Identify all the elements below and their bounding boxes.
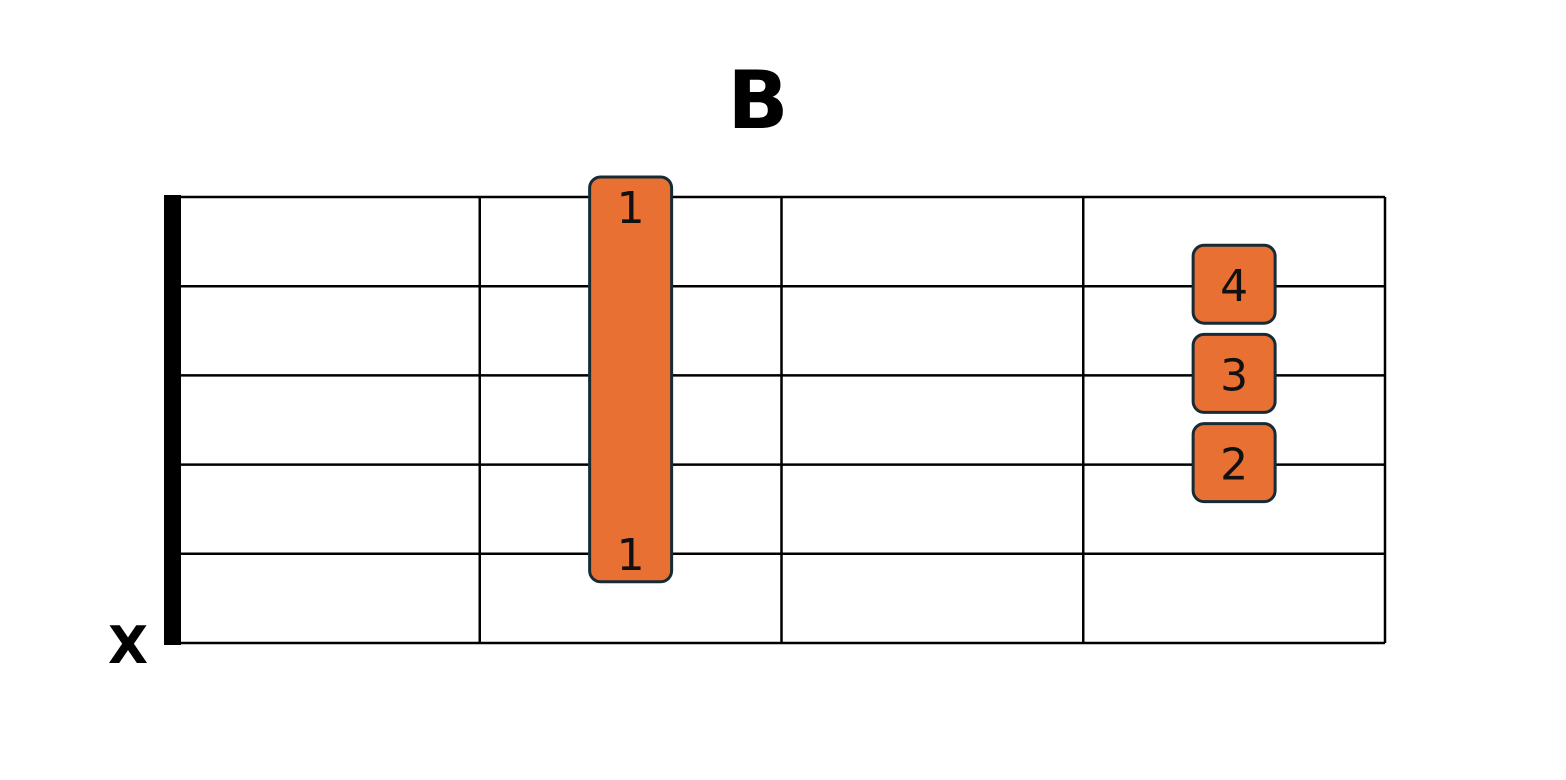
fretboard <box>164 195 1387 645</box>
barre <box>588 175 674 584</box>
notes-layer: 2 3 4 <box>1191 243 1277 504</box>
barre-finger-label-top: 1 <box>617 183 645 234</box>
barre-finger-label-bottom: 1 <box>617 530 645 581</box>
string-markers: X <box>108 616 148 676</box>
finger-dot-string-4 <box>1191 422 1277 504</box>
finger-dot-string-2 <box>1191 243 1277 325</box>
muted-string-marker: X <box>108 616 148 676</box>
barre-layer: 11 <box>588 175 674 584</box>
finger-dot-string-3 <box>1191 332 1277 414</box>
finger-number-string-4: 2 <box>1220 440 1248 491</box>
nut <box>164 195 181 645</box>
finger-number-string-3: 3 <box>1220 350 1248 401</box>
finger-number-string-2: 4 <box>1220 261 1248 312</box>
chord-title: B <box>728 54 789 147</box>
